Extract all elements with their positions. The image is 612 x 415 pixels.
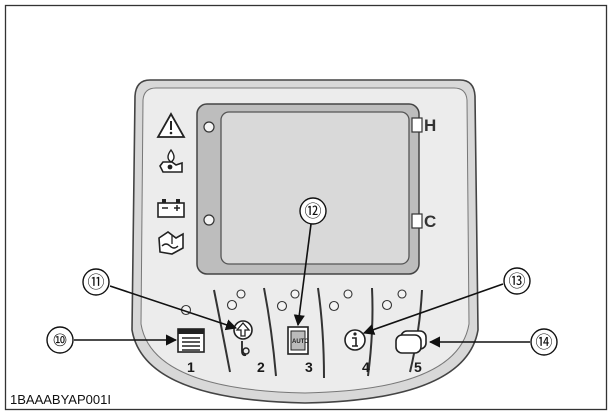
switch-bay-divider-3 [317,287,325,379]
switch-bay-divider-1 [213,289,231,373]
callout-10-label: ⑩ [52,331,67,350]
switch-5-number: 5 [414,359,422,375]
callout-13-label: ⑬ [509,272,526,291]
callout-11-leader [109,285,238,331]
gauge-cold-label: C [424,212,436,231]
display-indicator-lamp-bottom [203,214,215,226]
switch-lamp-3 [276,300,288,312]
engine-oil-pressure-icon [159,148,183,173]
switch-lamp-3b [290,289,300,299]
callout-13-circle [503,267,531,295]
svg-text:AUTO: AUTO [292,339,309,345]
callout-13-leader [362,283,504,335]
callout-12-label: ⑫ [305,202,322,221]
switch-3-number: 3 [305,359,313,375]
switch-lamp-5 [381,299,393,311]
gauge-cold-marker [411,213,423,229]
switch-lamp-5b [397,289,407,299]
switch-2-upshift[interactable] [233,320,253,357]
display-indicator-lamp-top [203,121,215,133]
upshift-hand-icon [233,320,253,357]
switch-lamp-2b [236,289,246,299]
callout-12-leader [293,223,312,327]
switch-4-number: 4 [362,359,370,375]
coolant-temperature-icon [158,231,184,255]
auto-mode-icon: AUTO [287,326,309,355]
switch-bay-divider-2 [263,287,277,377]
figure-caption: 1BAAABYAP001I [10,392,111,407]
switch-lamp-4 [328,300,340,312]
callout-12-circle [299,197,327,225]
warning-triangle-icon [156,112,186,138]
callout-11-label: ⑪ [88,273,105,292]
switch-lamp-2 [226,299,238,311]
info-icon [344,329,366,351]
gauge-hot-label: H [424,116,436,135]
gauge-hot-marker [411,117,423,133]
battery-charge-icon [157,199,185,218]
callout-14-circle [530,328,558,356]
callout-14-label: ⑭ [536,333,553,352]
callout-11-circle [82,268,110,296]
lcd-screen [220,111,410,265]
callout-10-circle [46,326,74,354]
switch-3-auto[interactable]: AUTO [287,326,309,355]
screen-toggle-icon [395,330,427,354]
switch-4-info[interactable] [344,329,366,351]
switch-2-number: 2 [257,359,265,375]
switch-1-number: 1 [187,359,195,375]
switch-5-screen-toggle[interactable] [395,330,427,354]
switch-1-display-menu[interactable] [177,328,205,353]
switch-lamp-4b [343,289,353,299]
